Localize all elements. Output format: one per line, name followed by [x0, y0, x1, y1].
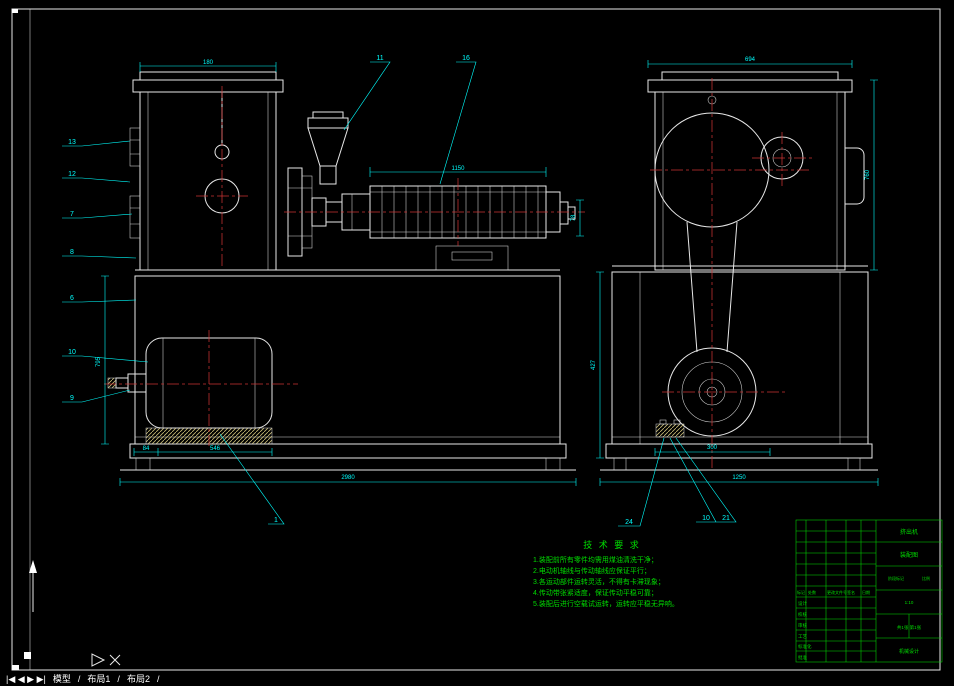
titleblock-scale-value: 1:10	[905, 600, 914, 605]
balloon-12: 12	[68, 171, 76, 178]
titleblock-unit: 机械设计	[899, 648, 919, 655]
triangle-mark	[91, 653, 106, 667]
balloon-10: 10	[68, 349, 76, 356]
titleblock-sign-review: 审核	[798, 622, 807, 629]
balloon-1: 1	[274, 517, 278, 524]
right-view-centerlines	[650, 78, 812, 470]
dim-label-left-right-view: 427	[591, 359, 597, 370]
titleblock-sign-check: 校核	[798, 611, 807, 618]
tech-req-line-1: 1.装配前所有零件均需用煤油清洗干净；	[533, 555, 658, 564]
balloon-13: 13	[68, 139, 76, 146]
titleblock-sign-standard: 标准化	[798, 643, 812, 650]
dim-label-top-right: 694	[745, 57, 756, 63]
dim-label-total-right: 1250	[732, 475, 746, 481]
dim-label-total-left: 2980	[341, 475, 355, 481]
right-view-belt-drive	[654, 112, 804, 437]
technical-requirements: 技 术 要 求 1.装配前所有零件均需用煤油清洗干净； 2.电动机轴线与传动轴线…	[533, 539, 679, 608]
titleblock-sheet: 共1张 第1张	[897, 624, 922, 631]
tech-req-line-4: 4.传动带张紧适度，保证传动平稳可靠；	[533, 588, 658, 597]
tab-separator: /	[77, 674, 81, 684]
dim-label-height-right: 760	[865, 169, 871, 180]
titleblock-name-line2: 装配图	[900, 551, 918, 559]
titleblock-sign-approve: 批准	[798, 654, 807, 661]
tab-separator: /	[117, 674, 120, 684]
titleblock-scale-label: 比例	[922, 575, 930, 581]
balloon-10b: 10	[702, 515, 710, 522]
balloon-9: 9	[70, 395, 74, 402]
right-view-balloons: 24 10 21	[618, 437, 737, 527]
titleblock-rev-mark: 标记	[797, 589, 805, 595]
left-view-motor	[107, 337, 273, 445]
tab-separator: /	[156, 674, 160, 684]
tech-req-line-2: 2.电动机轴线与传动轴线应保证平行；	[533, 566, 651, 575]
dim-label-546: 546	[210, 446, 221, 452]
dim-label-lid: 180	[203, 60, 214, 66]
cad-canvas[interactable]: 180 1150 795 84 546 2980 78 13 12 7 8 6 …	[0, 0, 954, 672]
layout-tab-bar: |◀ ◀ ▶ ▶| 模型 / 布局1 / 布局2 /	[0, 672, 954, 686]
tab-nav-arrows-icon[interactable]: |◀ ◀ ▶ ▶|	[6, 674, 46, 684]
right-view-dimensions: 694 760 427 300 1250	[591, 57, 879, 486]
right-view-base-frame	[600, 265, 878, 471]
tab-model[interactable]: 模型	[52, 674, 71, 684]
corner-square-mark	[24, 652, 31, 659]
titleblock-name-line1: 挤出机	[900, 528, 918, 536]
left-view-centerlines	[104, 86, 585, 446]
titleblock-sign-process: 工艺	[798, 634, 807, 639]
titleblock-sign-design: 设计	[798, 600, 807, 607]
balloon-8: 8	[70, 249, 74, 256]
left-view-dimensions: 180 1150 795 84 546 2980 78	[96, 60, 584, 486]
dim-label-300: 300	[707, 445, 718, 451]
balloon-11: 11	[376, 55, 383, 62]
titleblock-rev-date: 日期	[862, 589, 870, 595]
dim-label-die: 78	[571, 214, 577, 221]
titleblock-rev-sign: 签名	[847, 589, 855, 595]
tech-req-line-5: 5.装配后进行空载试运转，运转应平稳无异响。	[533, 599, 679, 608]
left-view-gearbox	[129, 71, 284, 271]
left-view-hopper	[307, 111, 349, 185]
titleblock-stage-label: 阶段标记	[888, 575, 904, 581]
titleblock-rev-count: 处数	[808, 589, 816, 595]
balloon-7: 7	[70, 211, 74, 218]
tech-req-line-3: 3.各运动部件运转灵活，不得有卡滞现象；	[533, 577, 665, 586]
dim-label-barrel: 1150	[452, 166, 466, 172]
up-arrow-mark	[29, 560, 37, 573]
left-view-balloons: 13 12 7 8 6 10 9 11 16 1	[62, 55, 477, 525]
balloon-21: 21	[722, 515, 730, 522]
balloon-24: 24	[625, 519, 633, 526]
dim-label-84: 84	[143, 446, 150, 452]
x-mark	[109, 654, 121, 666]
drawing-border	[11, 8, 941, 671]
balloon-6: 6	[70, 295, 74, 302]
titleblock-rev-doc: 更改文件号	[827, 589, 847, 595]
tab-layout2[interactable]: 布局2	[126, 674, 150, 684]
tab-layout1[interactable]: 布局1	[87, 674, 111, 684]
right-view-housing	[647, 71, 865, 271]
tech-req-title: 技 术 要 求	[583, 539, 641, 550]
dim-label-height-left: 795	[96, 356, 102, 367]
plot-marks	[24, 560, 121, 667]
title-block: 设计 校核 审核 工艺 标准化 批准 标记 处数 更改文件号 签名 日期 挤出机…	[795, 519, 943, 663]
balloon-16: 16	[462, 55, 470, 62]
